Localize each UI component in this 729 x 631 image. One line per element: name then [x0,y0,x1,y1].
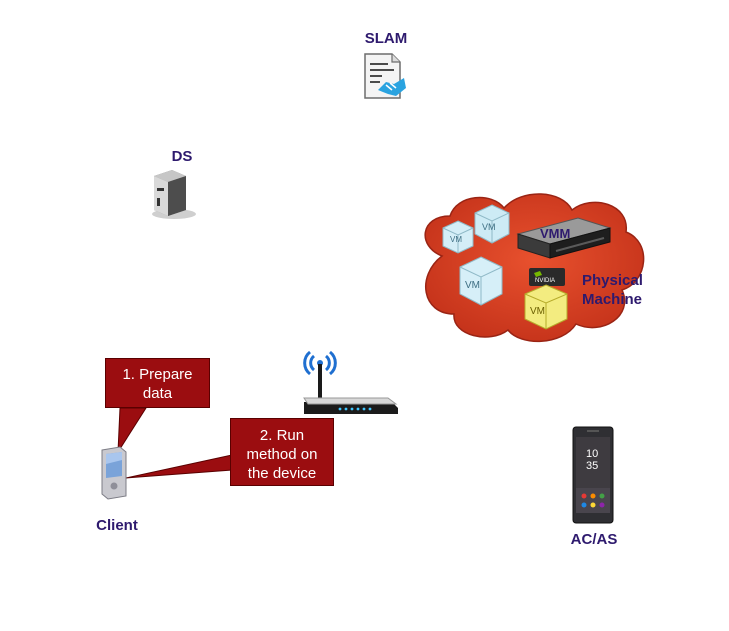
wifi-router-icon [300,340,400,420]
phone-time-top: 10 [586,448,599,460]
vm-cube-gpu: VM [524,284,568,330]
physical-machine-label-line1: Physical [582,272,643,289]
vmm-label: VMM [540,226,571,241]
callout-prepare-line1: 1. Prepare [122,366,193,383]
gpu-card-icon: NVIDIA [528,266,566,288]
vm-cube-1-label: VM [450,235,462,244]
vm-cube-3-label: VM [465,280,480,291]
vm-cube-3: VM [459,256,503,306]
client-label: Client [96,517,138,534]
callout-prepare-data: 1. Prepare data [105,358,210,408]
acas-label: AC/AS [570,531,618,548]
vm-cube-gpu-label: VM [530,306,545,317]
slam-document-icon [360,52,410,100]
phone-time-bottom: 35 [586,460,599,472]
gpu-brand-label: NVIDIA [535,278,556,284]
vmm-server-icon: VMM [516,214,612,260]
client-pda-icon [98,446,128,500]
slam-label: SLAM [364,30,408,47]
callout-run-line3: the device [247,465,317,482]
ds-server-icon [148,168,198,220]
physical-machine-label-line2: Machine [582,291,643,308]
ds-label: DS [171,148,193,165]
callout-run-line1: 2. Run [259,427,305,444]
callout-prepare-line2: data [142,385,173,402]
callout-run-line2: method on [246,446,318,463]
vm-cube-1: VM [442,220,474,254]
vm-cube-2: VM [474,204,510,244]
vm-cube-2-label: VM [482,222,496,232]
physical-machine-label: Physical Machine [582,271,643,309]
callout-run-method: 2. Run method on the device [230,418,334,486]
acas-smartphone-icon: 10 35 [572,426,614,524]
